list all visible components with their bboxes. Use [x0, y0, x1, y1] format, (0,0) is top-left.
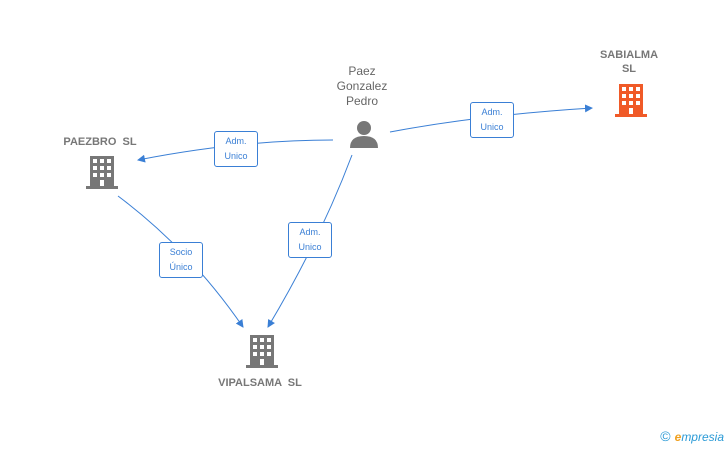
- edge-label-line: Adm.: [225, 136, 247, 146]
- person-name-line-1: Paez: [348, 64, 376, 78]
- person-label[interactable]: Paez Gonzalez Pedro: [320, 64, 404, 109]
- brand-name: mpresia: [681, 430, 724, 444]
- edge-label-person-vipalsama: Adm. Unico: [288, 222, 332, 258]
- sabialma-name-line-1: SABIALMA: [599, 49, 659, 61]
- person-name-line-3: Pedro: [345, 94, 379, 108]
- edge-label-person-sabialma: Adm. Unico: [470, 102, 514, 138]
- building-icon-vipalsama[interactable]: [246, 335, 278, 368]
- vipalsama-label[interactable]: VIPALSAMA SL: [218, 377, 302, 389]
- edge-label-line: Socio: [169, 247, 193, 257]
- paezbro-label[interactable]: PAEZBRO SL: [63, 136, 137, 148]
- sabialma-label[interactable]: SABIALMA SL: [584, 48, 674, 76]
- edge-label-line: Único: [169, 262, 193, 272]
- building-icon-sabialma[interactable]: [615, 84, 647, 117]
- empresia-watermark: ©empresia: [660, 428, 724, 444]
- edge-label-line: Unico: [224, 151, 248, 161]
- sabialma-name-line-2: SL: [621, 63, 637, 75]
- copyright-symbol: ©: [660, 428, 671, 444]
- edge-label-person-paezbro: Adm. Unico: [214, 131, 258, 167]
- person-icon[interactable]: [350, 121, 378, 148]
- brand-initial: e: [674, 430, 682, 444]
- person-name-line-2: Gonzalez: [336, 79, 388, 93]
- building-icon-paezbro[interactable]: [86, 156, 118, 189]
- edge-label-line: Unico: [298, 242, 322, 252]
- edge-label-paezbro-vipalsama: Socio Único: [159, 242, 203, 278]
- edge-label-line: Adm.: [481, 107, 503, 117]
- edge-label-line: Unico: [480, 122, 504, 132]
- edge-label-line: Adm.: [299, 227, 321, 237]
